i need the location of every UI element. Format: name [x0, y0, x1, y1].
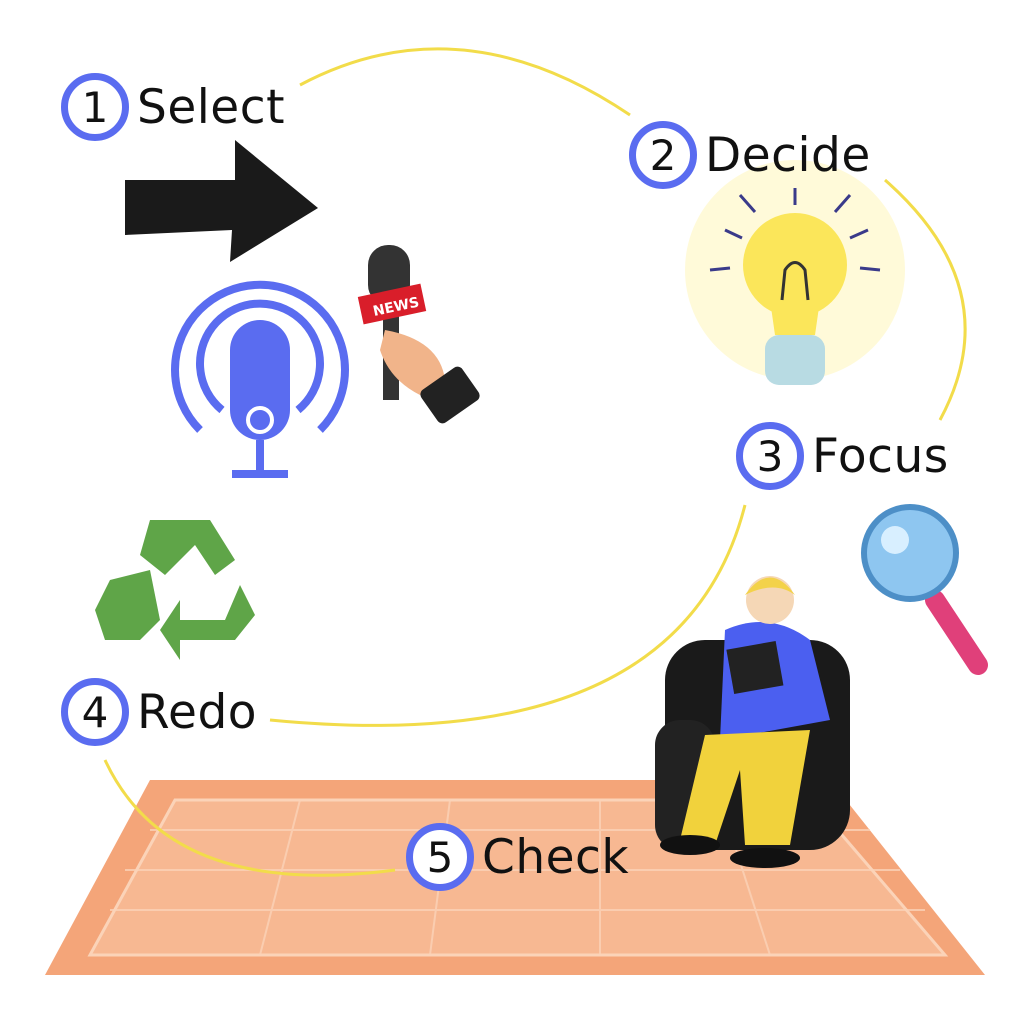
step-label: Redo: [137, 684, 258, 740]
cycle-path: [103, 47, 967, 877]
step-label: Check: [482, 829, 630, 885]
news-microphone-icon: NEWS: [357, 245, 480, 424]
step-5-check: 5 Check: [406, 823, 629, 891]
step-1-select: 1 Select: [61, 73, 285, 141]
podcast-mic-icon: [171, 280, 349, 478]
step-4-redo: 4 Redo: [61, 678, 257, 746]
step-number-badge: 5: [406, 823, 474, 891]
lightbulb-icon: [685, 160, 905, 385]
magnifying-glass-icon: [861, 504, 988, 675]
step-number-badge: 4: [61, 678, 129, 746]
arrow-illustration: [125, 140, 318, 262]
step-number-badge: 2: [629, 121, 697, 189]
recycle-icon: [95, 520, 255, 660]
step-label: Select: [137, 79, 285, 135]
step-label: Decide: [705, 127, 871, 183]
step-number-badge: 3: [736, 422, 804, 490]
step-number-badge: 1: [61, 73, 129, 141]
step-3-focus: 3 Focus: [736, 422, 949, 490]
reader-in-armchair-illustration: [655, 576, 850, 868]
step-2-decide: 2 Decide: [629, 121, 871, 189]
step-label: Focus: [812, 428, 949, 484]
